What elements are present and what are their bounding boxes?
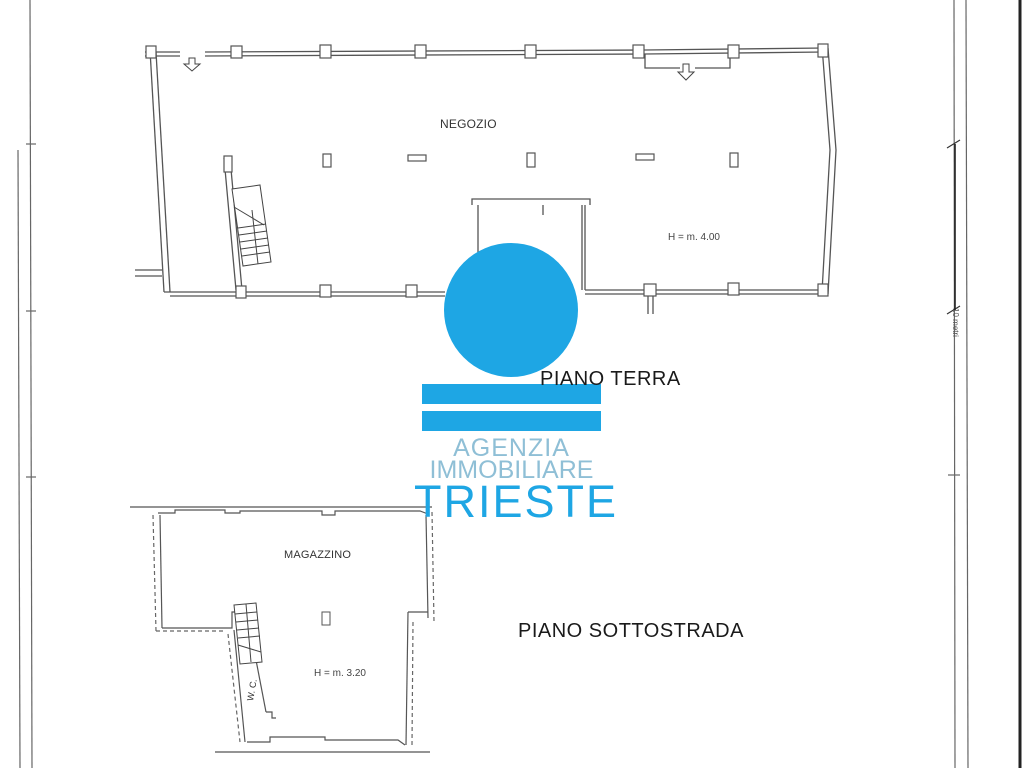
logo-text-immobiliare: IMMOBILIARE (429, 456, 594, 484)
agency-logo (422, 243, 601, 431)
pillars (145, 43, 829, 299)
scale-line (953, 0, 956, 768)
room-height-magazzino: H = m. 3.20 (314, 668, 366, 679)
entrance-arrow-icon (182, 57, 696, 81)
room-label-magazzino: MAGAZZINO (284, 549, 352, 561)
room-height-negozio: H = m. 4.00 (668, 232, 720, 243)
logo-text-trieste: TRIESTE (414, 476, 619, 527)
room-label-negozio: NEGOZIO (440, 117, 497, 131)
left-border-line-inner (17, 149, 21, 768)
floor-title-ground: PIANO TERRA (540, 368, 681, 390)
floor-title-basement: PIANO SOTTOSTRADA (518, 620, 744, 642)
logo-circle-icon (444, 243, 578, 377)
magazzino-dashed (152, 511, 435, 746)
magazzino-walls (130, 506, 432, 753)
logo-text-agenzia: AGENZIA (453, 434, 570, 462)
staircase-basement (233, 602, 263, 665)
left-border-line (29, 0, 33, 768)
logo-bar-top (422, 384, 601, 404)
staircase-ground (231, 184, 272, 267)
column (321, 611, 331, 626)
logo-bar-bottom (422, 411, 601, 431)
scale-bar-label: 10 metri (950, 308, 960, 337)
